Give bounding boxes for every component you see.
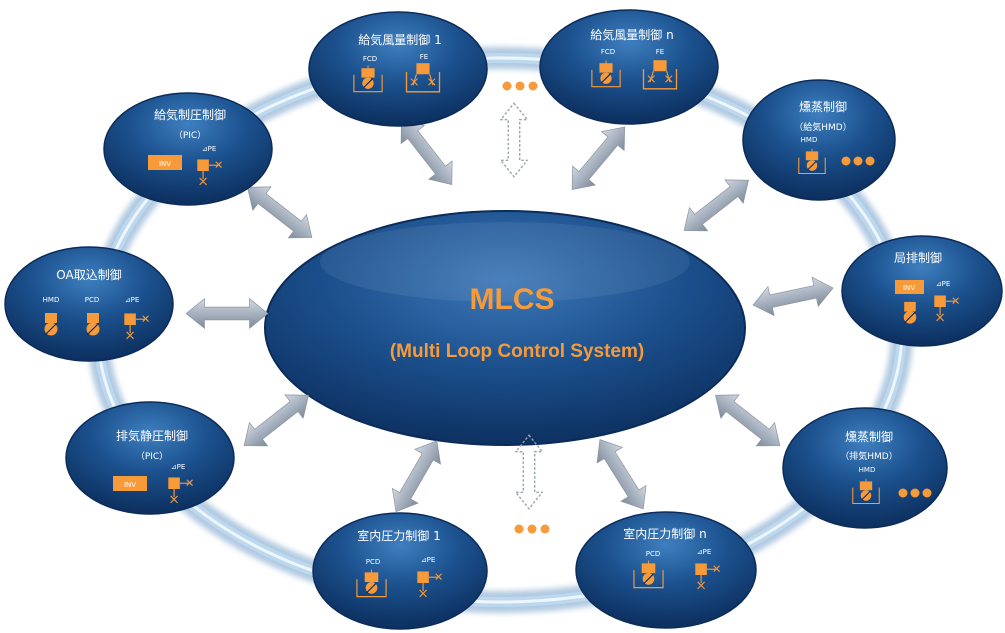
- node-title: 室内圧力制御 n: [623, 526, 706, 541]
- arrow-room-pressure-n: [587, 431, 657, 518]
- device-tag-dpe: ⊿PE: [202, 145, 217, 153]
- dashed-arrow-top: [500, 102, 528, 178]
- node-subtitle: （排気HMD）: [840, 450, 897, 462]
- node-supply-pressure: 給気制圧制御 （PIC） INV ⊿PE: [103, 92, 273, 206]
- node-room-pressure-1: 室内圧力制御 1 PCD ⊿PE: [312, 512, 488, 630]
- center-subtitle: (Multi Loop Control System): [390, 341, 644, 362]
- arrow-supply-flow-n: [560, 117, 637, 200]
- node-title: 燻蒸制御: [799, 99, 847, 114]
- device-tag-fe: FE: [656, 48, 664, 56]
- dashed-arrow-bottom: [515, 434, 543, 510]
- arrow-local-exhaust: [749, 273, 837, 320]
- inverter-badge: INV: [895, 280, 924, 294]
- device-tag-fe: FE: [420, 53, 428, 61]
- device-tag-dpe: ⊿PE: [171, 463, 186, 471]
- device-tag-hmd: HMD: [859, 466, 876, 474]
- node-title: 燻蒸制御: [845, 429, 893, 444]
- node-oa-intake: OA取込制御 HMD PCD ⊿PE: [4, 246, 174, 362]
- svg-text:INV: INV: [124, 481, 136, 489]
- node-local-exhaust: 局排制御 INV ⊿PE: [841, 235, 1003, 347]
- node-supply-flow-n: 給気風量制御 n FCD FE: [539, 9, 719, 125]
- center-node: MLCS (Multi Loop Control System): [264, 210, 746, 446]
- node-exhaust-static: 排気静圧制御 （PIC） INV ⊿PE: [65, 401, 235, 515]
- node-title: 給気風量制御 1: [358, 32, 441, 47]
- ellipsis-bottom: [514, 524, 550, 534]
- arrow-fumigation-supply: [674, 168, 758, 243]
- device-tag-dpe: ⊿PE: [936, 280, 951, 288]
- device-tag-pcd: PCD: [646, 550, 661, 558]
- device-tag-dpe: ⊿PE: [125, 296, 140, 304]
- ellipsis-icon: [841, 156, 875, 166]
- device-tag-hmd: HMD: [43, 296, 60, 304]
- node-title: 給気風量制御 n: [590, 27, 673, 42]
- arrow-fumigation-exhaust: [706, 383, 790, 458]
- ellipsis-top: [502, 81, 538, 91]
- svg-text:INV: INV: [159, 160, 171, 168]
- svg-text:INV: INV: [903, 284, 915, 292]
- node-title: 室内圧力制御 1: [357, 528, 440, 543]
- device-tag-fcd: FCD: [601, 48, 615, 56]
- arrow-room-pressure-1: [382, 433, 451, 520]
- inverter-badge: INV: [113, 476, 147, 491]
- arrow-oa-intake: [185, 298, 269, 329]
- center-title: MLCS: [470, 283, 555, 316]
- node-supply-flow-1: 給気風量制御 1 FCD FE: [308, 11, 488, 127]
- node-title: 局排制御: [894, 250, 942, 265]
- node-subtitle: （PIC）: [174, 130, 206, 141]
- node-fumigation-supply: 燻蒸制御 （給気HMD） HMD: [742, 79, 896, 201]
- node-room-pressure-n: 室内圧力制御 n PCD ⊿PE: [575, 511, 757, 629]
- device-tag-dpe: ⊿PE: [697, 548, 712, 556]
- node-title: OA取込制御: [56, 267, 121, 282]
- inverter-badge: INV: [148, 155, 182, 170]
- device-tag-fcd: FCD: [363, 55, 377, 63]
- device-tag-pcd: PCD: [366, 558, 381, 566]
- arrow-exhaust-static: [234, 383, 318, 458]
- device-tag-hmd: HMD: [801, 136, 818, 144]
- node-subtitle: （給気HMD）: [794, 121, 851, 133]
- device-tag-pcd: PCD: [85, 296, 100, 304]
- device-tag-dpe: ⊿PE: [421, 556, 436, 564]
- node-subtitle: （PIC）: [136, 451, 168, 462]
- node-title: 給気制圧制御: [154, 107, 226, 122]
- node-title: 排気静圧制御: [116, 428, 188, 443]
- node-fumigation-exhaust: 燻蒸制御 （排気HMD） HMD: [782, 407, 948, 529]
- ellipsis-icon: [898, 488, 932, 498]
